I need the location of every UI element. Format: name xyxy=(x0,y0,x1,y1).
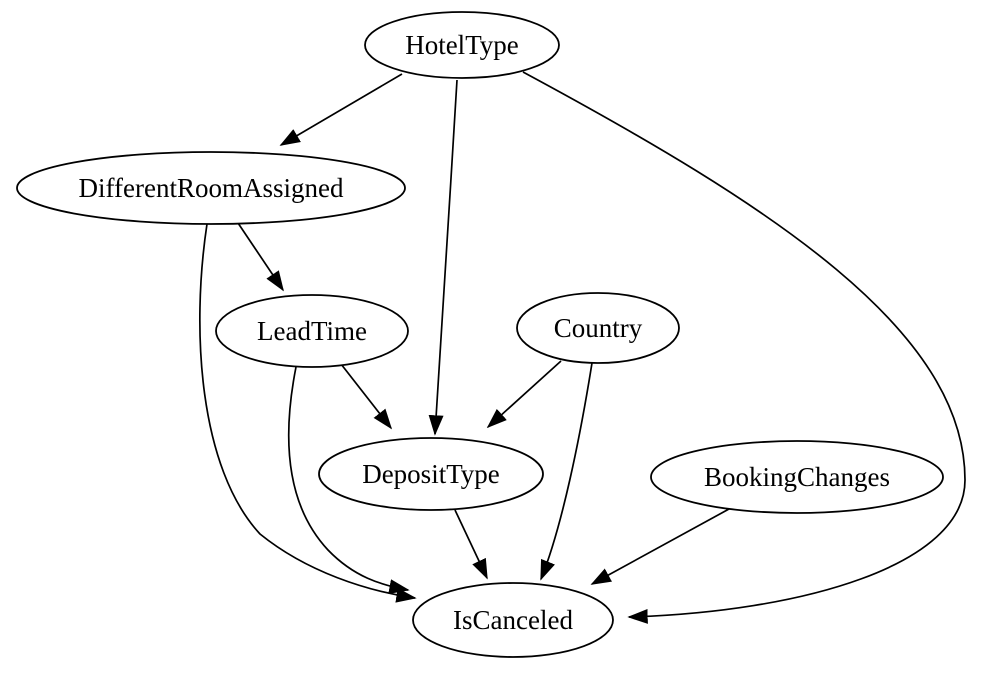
node-iscanceled-ellipse xyxy=(412,582,614,658)
node-differentroomassigned: DifferentRoomAssigned xyxy=(16,151,406,225)
node-country-ellipse xyxy=(516,292,680,364)
edge-hoteltype-iscanceled xyxy=(522,71,966,624)
node-differentroomassigned-label: DifferentRoomAssigned xyxy=(79,173,344,203)
node-deposittype-ellipse xyxy=(318,437,544,511)
edge-hoteltype-differentroomassigned xyxy=(279,73,403,146)
node-bookingchanges-label: BookingChanges xyxy=(704,462,890,492)
node-group: HotelType DifferentRoomAssigned LeadTime… xyxy=(16,11,944,658)
edge-differentroomassigned-iscanceled xyxy=(199,223,417,603)
edge-leadtime-iscanceled xyxy=(287,366,410,594)
edge-bookingchanges-iscanceled xyxy=(590,508,730,585)
edge-leadtime-deposittype xyxy=(340,363,393,430)
node-iscanceled: IsCanceled xyxy=(412,582,614,658)
node-hoteltype-label: HotelType xyxy=(405,30,519,60)
node-differentroomassigned-ellipse xyxy=(16,151,406,225)
edge-country-deposittype xyxy=(486,360,562,429)
edge-country-iscanceled xyxy=(540,362,593,581)
node-leadtime-ellipse xyxy=(215,294,409,368)
node-country-label: Country xyxy=(554,313,643,343)
node-hoteltype: HotelType xyxy=(364,11,560,79)
node-leadtime-label: LeadTime xyxy=(257,316,367,346)
node-deposittype-label: DepositType xyxy=(362,459,500,489)
node-leadtime: LeadTime xyxy=(215,294,409,368)
node-bookingchanges: BookingChanges xyxy=(650,440,944,514)
edge-group xyxy=(199,71,966,624)
node-deposittype: DepositType xyxy=(318,437,544,511)
node-iscanceled-label: IsCanceled xyxy=(453,605,573,635)
edge-differentroomassigned-leadtime xyxy=(237,222,284,292)
node-hoteltype-ellipse xyxy=(364,11,560,79)
edge-hoteltype-deposittype xyxy=(428,79,458,436)
node-bookingchanges-ellipse xyxy=(650,440,944,514)
node-country: Country xyxy=(516,292,680,364)
edge-deposittype-iscanceled xyxy=(454,509,488,580)
